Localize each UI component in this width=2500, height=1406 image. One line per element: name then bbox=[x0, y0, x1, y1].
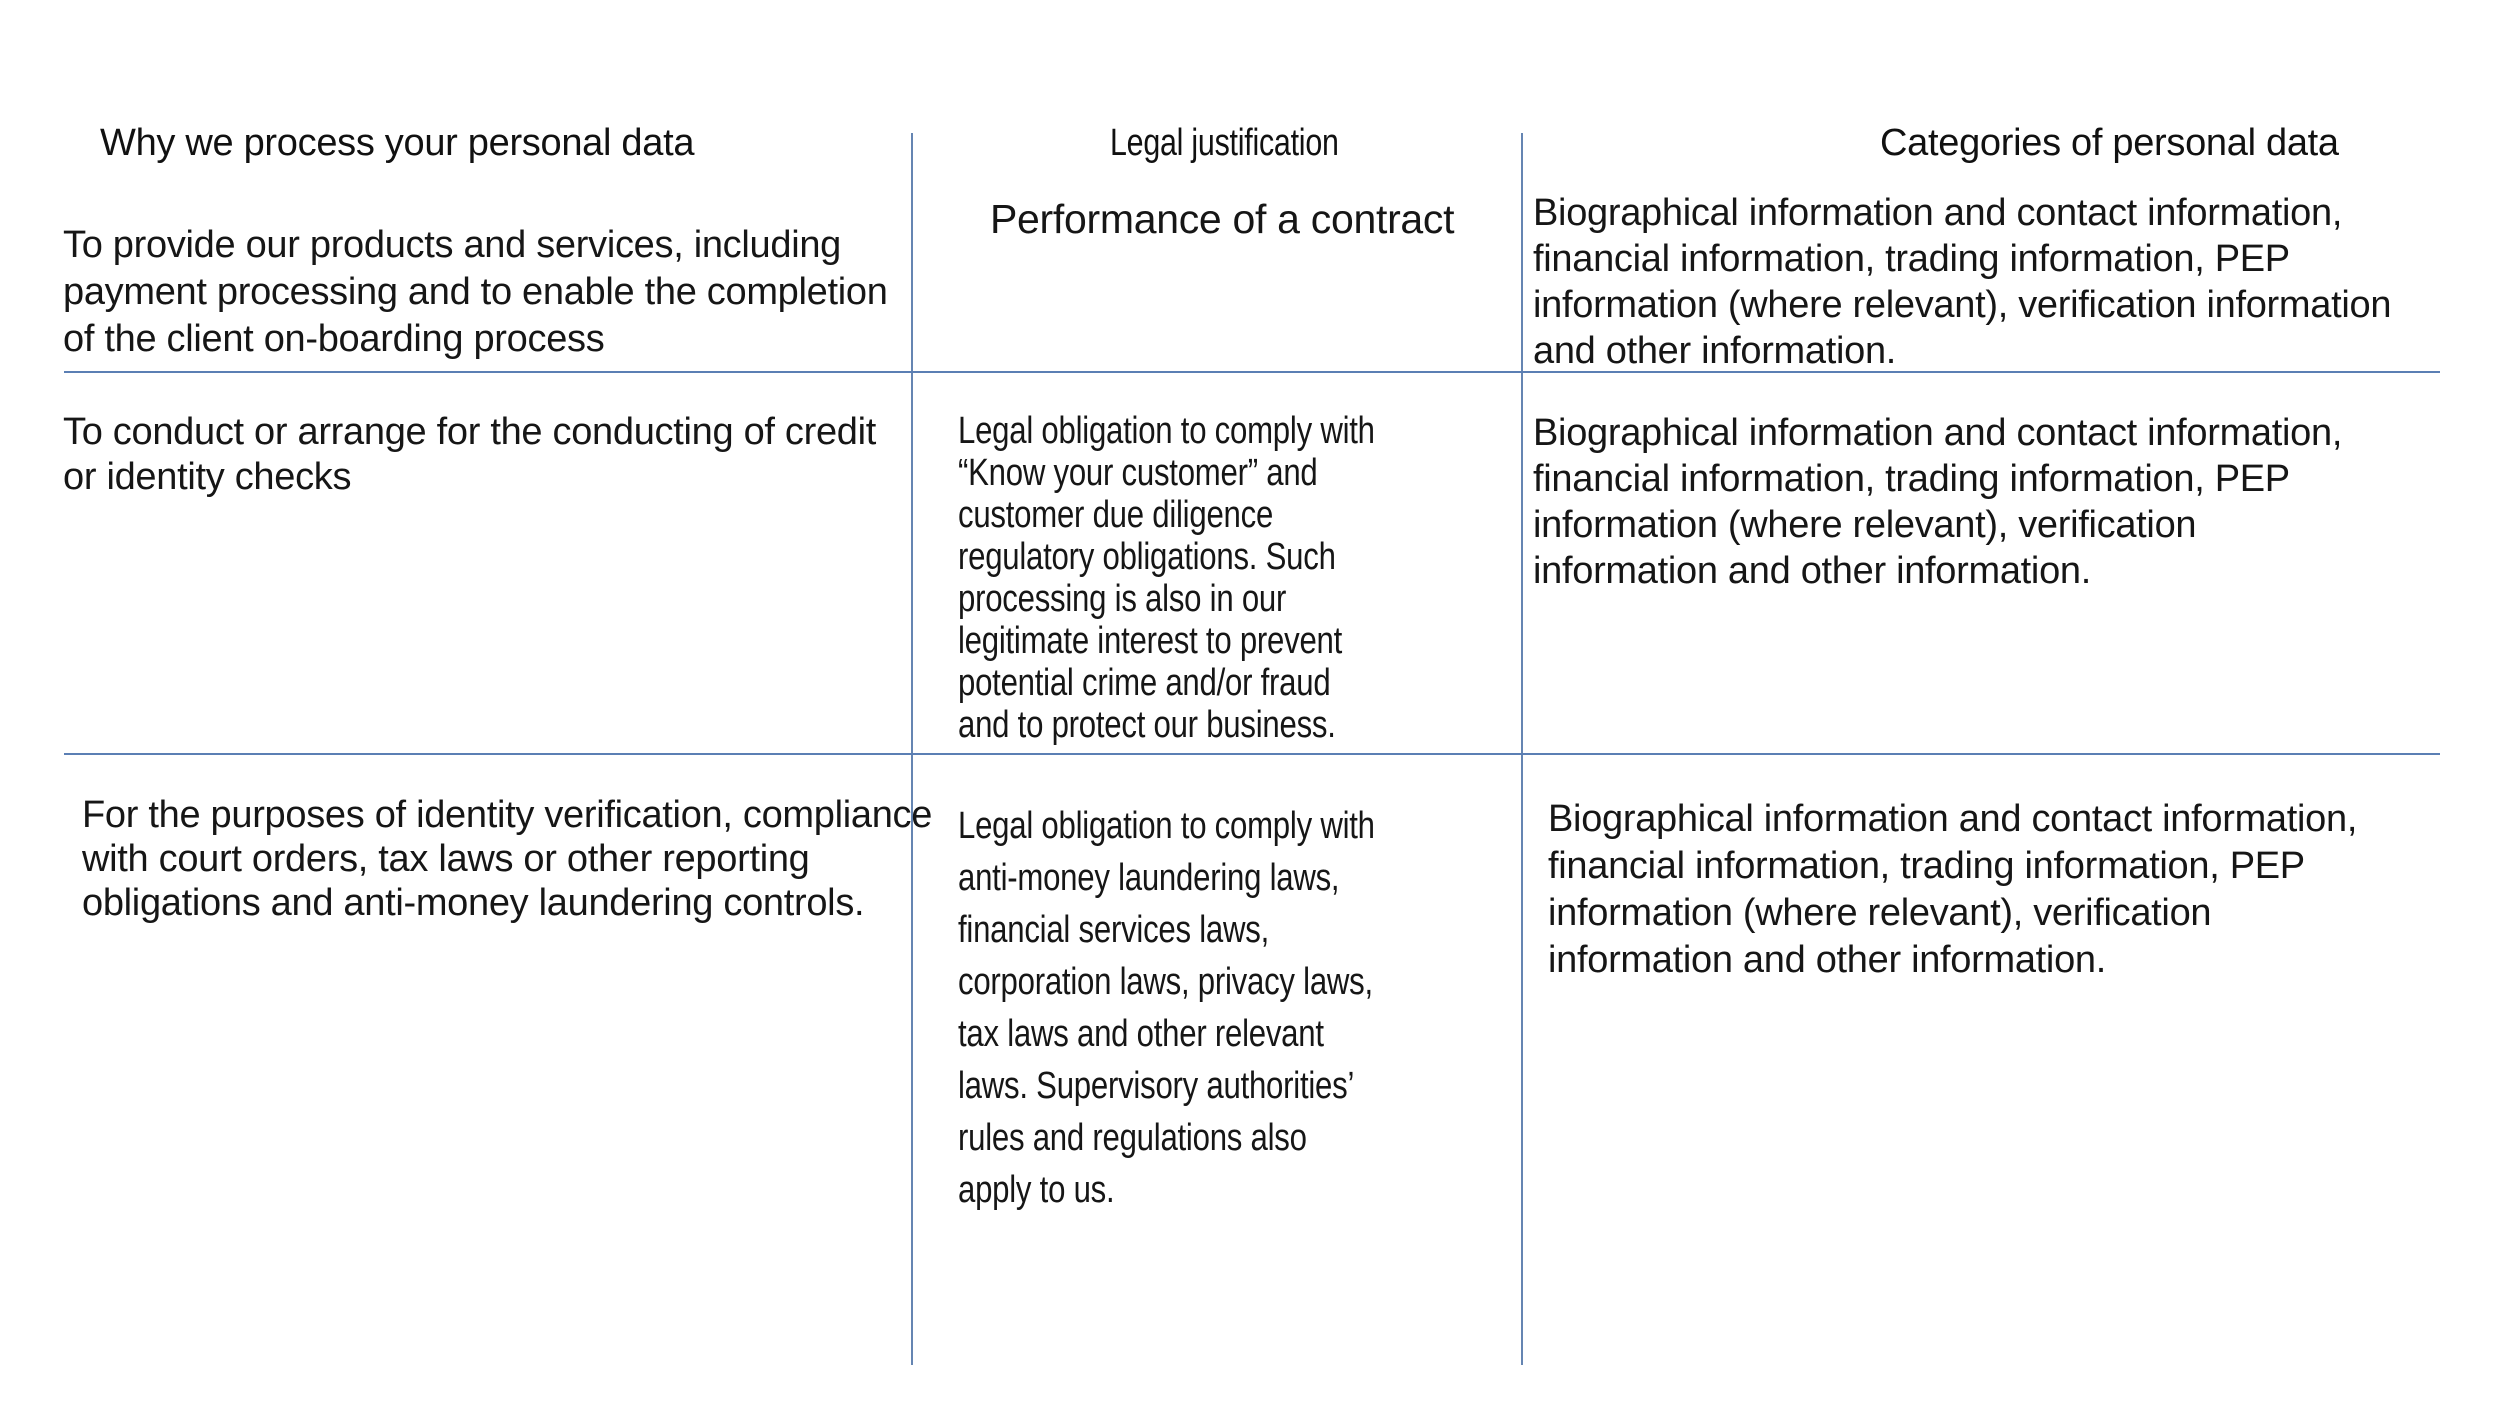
cell-row1-purpose: To provide our products and services, in… bbox=[63, 224, 888, 360]
cell-row1-justification: Performance of a contract bbox=[990, 196, 1455, 242]
cell-row3-purpose: For the purposes of identity verificatio… bbox=[82, 794, 933, 924]
row-divider-1 bbox=[64, 371, 2440, 373]
column-header-categories: Categories of personal data bbox=[1880, 122, 2339, 164]
cell-row2-justification: Legal obligation to comply with “Know yo… bbox=[958, 410, 1375, 746]
column-header-purpose: Why we process your personal data bbox=[100, 122, 695, 164]
column-divider-2 bbox=[1521, 133, 1523, 1365]
cell-row3-categories: Biographical information and contact inf… bbox=[1548, 798, 2358, 981]
cell-row1-categories: Biographical information and contact inf… bbox=[1533, 192, 2392, 372]
cell-row2-categories: Biographical information and contact inf… bbox=[1533, 412, 2343, 592]
cell-row3-justification: Legal obligation to comply with anti-mon… bbox=[958, 805, 1375, 1211]
cell-row2-purpose: To conduct or arrange for the conducting… bbox=[63, 411, 877, 498]
column-header-legal-justification: Legal justification bbox=[1110, 122, 1339, 164]
row-divider-2 bbox=[64, 753, 2440, 755]
column-divider-1 bbox=[911, 133, 913, 1365]
